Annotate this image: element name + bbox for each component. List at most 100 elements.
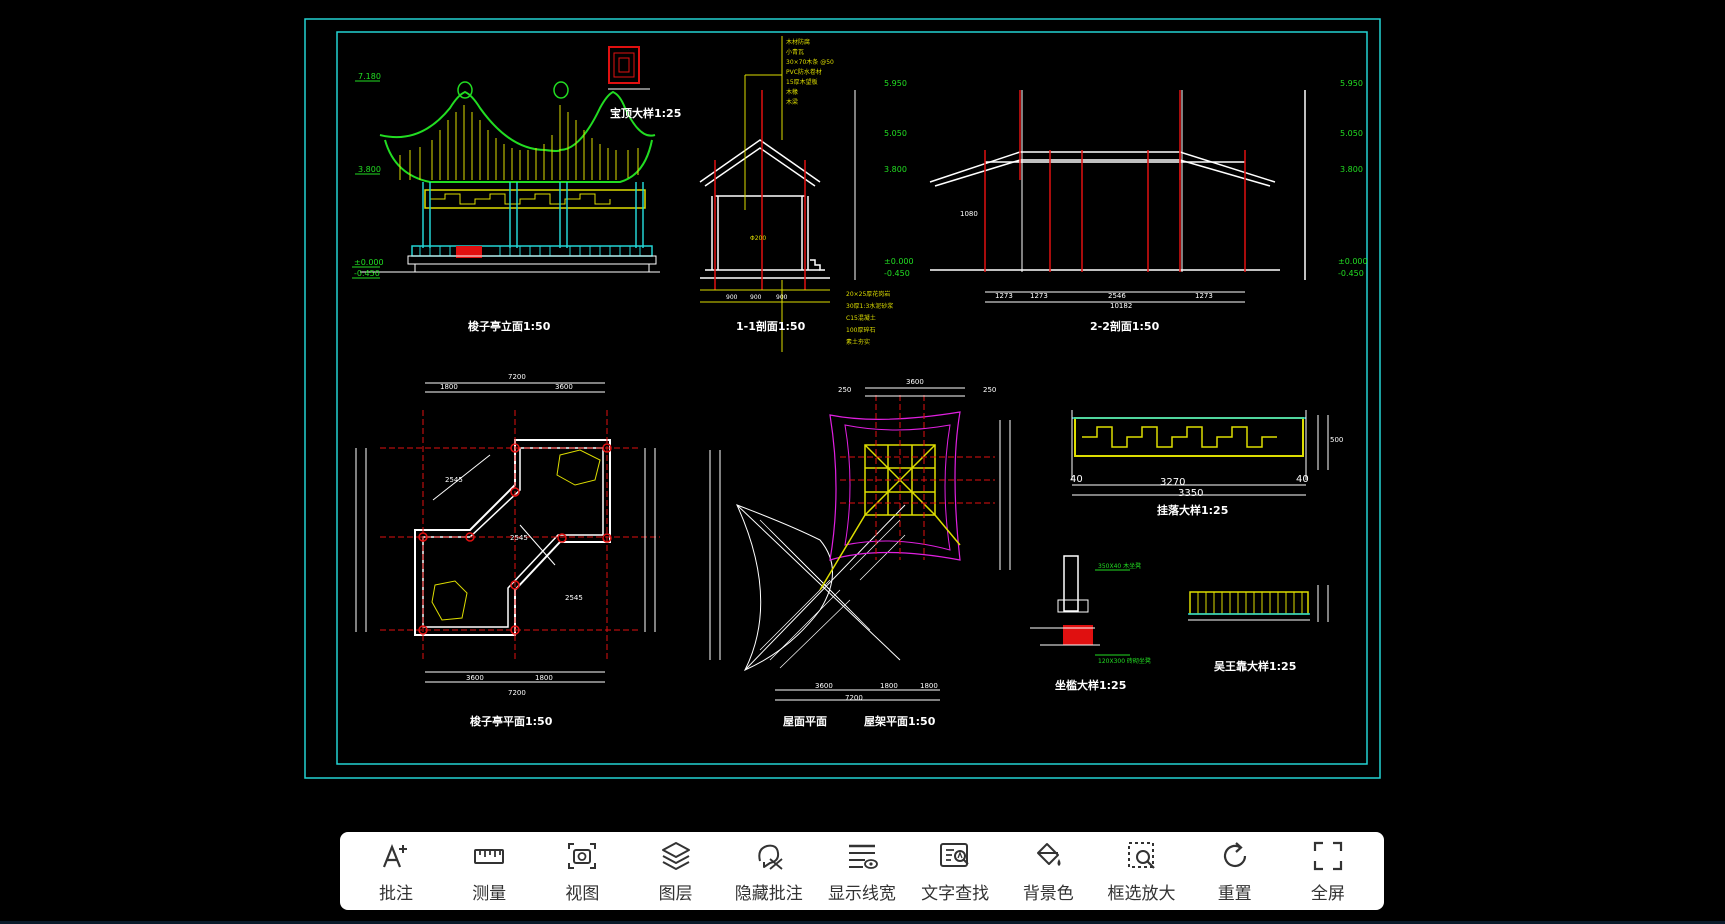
- elev-3800: 3.800: [358, 165, 381, 174]
- viewer-toolbar: 批注 测量 视图 图层 隐藏批注 显示线宽 文字查找 背景色 框选放大 重置 全…: [340, 832, 1384, 910]
- layers-label: 图层: [658, 883, 693, 904]
- line-width-icon: [848, 844, 878, 869]
- hide-annotation-label: 隐藏批注: [734, 883, 803, 904]
- background-color-button[interactable]: 背景色: [1004, 836, 1092, 906]
- view-label: 视图: [565, 883, 600, 904]
- plan-dim-2545c: 2545: [565, 594, 583, 602]
- gualuo-detail-view: 40 40 3270 3350 500 挂落大样1:25: [1070, 410, 1343, 517]
- line-width-button[interactable]: 显示线宽: [818, 836, 906, 906]
- section11-title: 1-1剖面1:50: [736, 319, 806, 333]
- plan-dim-1800-top: 1800: [440, 383, 458, 391]
- fullscreen-button[interactable]: 全屏: [1284, 836, 1372, 906]
- note-column: Φ200: [750, 235, 766, 242]
- roof-dim-1800b: 1800: [920, 682, 938, 690]
- reset-label: 重置: [1217, 883, 1252, 904]
- line-width-label: 显示线宽: [827, 883, 896, 904]
- note-gravel: 100厚碎石: [846, 326, 875, 334]
- note-mortar: 30厚1:3水泥砂浆: [846, 302, 893, 310]
- measure-icon: [474, 848, 505, 864]
- annotate-button[interactable]: 批注: [352, 836, 440, 906]
- view-button[interactable]: 视图: [538, 836, 626, 906]
- measure-button[interactable]: 测量: [445, 836, 533, 906]
- baoding-title: 宝顶大样1:25: [610, 106, 681, 120]
- zuokan-note-base: 120X300 砖砌坐凳: [1098, 657, 1151, 665]
- reset-button[interactable]: 重置: [1191, 836, 1279, 906]
- section22-title: 2-2剖面1:50: [1090, 319, 1160, 333]
- sec2-elev-0000: ±0.000: [1338, 257, 1368, 266]
- reset-icon: [1223, 841, 1246, 867]
- plan-title: 梭子亭平面1:50: [470, 714, 553, 728]
- fullscreen-label: 全屏: [1310, 883, 1345, 904]
- roof-dim-250a: 250: [838, 386, 851, 394]
- sec2-dim-2546: 2546: [1108, 292, 1126, 300]
- sec2-elev-5050: 5.050: [1340, 129, 1363, 138]
- measure-label: 测量: [472, 883, 507, 904]
- background-color-label: 背景色: [1022, 883, 1074, 904]
- roof-dim-1800a: 1800: [880, 682, 898, 690]
- elev-0000: ±0.000: [354, 258, 384, 267]
- note-floor: 20×25厚花岗岩: [846, 290, 890, 298]
- inner-frame: [336, 31, 1368, 765]
- outer-frame: [304, 18, 1381, 779]
- note-beam: 木梁: [786, 98, 798, 106]
- elevation-title: 梭子亭立面1:50: [468, 319, 551, 333]
- sec2-dim-1080: 1080: [960, 210, 978, 218]
- elev-7180: 7.180: [358, 72, 381, 81]
- sec2-dim-10182: 10182: [1110, 302, 1132, 310]
- zoom-box-label: 框选放大: [1107, 883, 1176, 904]
- note-concrete: C15混凝土: [846, 314, 876, 322]
- sec2-elev-0450: -0.450: [1338, 269, 1364, 278]
- text-search-button[interactable]: 文字查找: [911, 836, 999, 906]
- roof-plan-view: 3600 3600 1800 1800 7200 250 250 屋面平面 屋架…: [709, 378, 1011, 728]
- annotate-label: 批注: [379, 883, 413, 904]
- plan-dim-1800-bottom: 1800: [535, 674, 553, 682]
- zuokan-title: 坐槛大样1:25: [1055, 678, 1126, 692]
- roof-dim-3600-bottom: 3600: [815, 682, 833, 690]
- roof-dim-250b: 250: [983, 386, 996, 394]
- sec2-dim-1273a: 1273: [995, 292, 1013, 300]
- gualuo-dim-3350: 3350: [1178, 488, 1203, 499]
- elevation-view: 7.180 3.800 ±0.000 -0.450 宝顶大样1:25 梭子亭立面…: [352, 46, 681, 333]
- note-roof: 30×70木条 @50: [786, 58, 834, 66]
- gualuo-dim-40a: 40: [1070, 474, 1083, 485]
- zoom-box-icon: [1127, 841, 1155, 869]
- plan-dim-3600-top: 3600: [555, 383, 573, 391]
- note-board: 15厚木望板: [786, 78, 818, 86]
- plan-dim-7200-top: 7200: [508, 373, 526, 381]
- gualuo-dim-40b: 40: [1296, 474, 1309, 485]
- plan-dim-3600-bottom: 3600: [466, 674, 484, 682]
- zoom-box-button[interactable]: 框选放大: [1098, 836, 1186, 906]
- background-color-icon: [1037, 842, 1061, 866]
- plan-dim-7200-bottom: 7200: [508, 689, 526, 697]
- zuokan-note-seat: 350X40 木坐凳: [1098, 562, 1141, 570]
- bottom-edge: [0, 921, 1725, 924]
- note-rafter: 木椽: [786, 88, 798, 96]
- annotate-icon: [382, 843, 407, 867]
- sec1-dim-900c: 900: [776, 294, 788, 301]
- note-pvc: PVC防水卷材: [786, 68, 822, 76]
- roof-dim-7200: 7200: [845, 694, 863, 702]
- text-search-icon: [940, 842, 969, 867]
- note-tile: 小青瓦: [786, 48, 804, 56]
- gualuo-dim-3270: 3270: [1160, 477, 1185, 488]
- roof-dim-3600-top: 3600: [906, 378, 924, 386]
- sec1-elev-5950: 5.950: [884, 79, 907, 88]
- hide-annotation-icon: [758, 844, 783, 870]
- sec1-dim-900b: 900: [750, 294, 762, 301]
- roof-plan-title: 屋面平面: [783, 715, 827, 728]
- fullscreen-icon: [1313, 841, 1342, 870]
- sec1-elev-0000: ±0.000: [884, 257, 914, 266]
- sec2-elev-5950: 5.950: [1340, 79, 1363, 88]
- gualuo-dim-500: 500: [1330, 436, 1343, 444]
- sec1-elev-0450: -0.450: [884, 269, 910, 278]
- sec1-elev-3800: 3.800: [884, 165, 907, 174]
- hide-annotation-button[interactable]: 隐藏批注: [725, 836, 813, 906]
- layers-button[interactable]: 图层: [632, 836, 720, 906]
- sec1-dim-900a: 900: [726, 294, 738, 301]
- layers-icon: [661, 841, 690, 870]
- sec2-elev-3800: 3.800: [1340, 165, 1363, 174]
- sec2-dim-1273c: 1273: [1195, 292, 1213, 300]
- roof-frame-title: 屋架平面1:50: [864, 714, 936, 728]
